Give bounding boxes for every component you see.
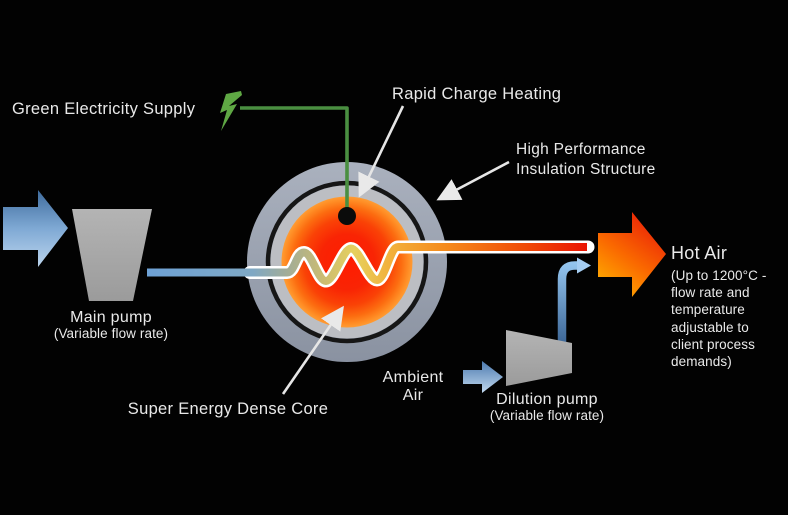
main-pump-label: Main pump [70, 309, 152, 326]
core-leader-arrow [281, 305, 344, 395]
main-pump-shape [72, 209, 152, 301]
rapid-charge-leader-arrow [358, 105, 405, 198]
green-electricity-supply-label: Green Electricity Supply [12, 100, 196, 118]
dilution-air-pipe [557, 261, 578, 344]
main-pump-sublabel: (Variable flow rate) [53, 326, 169, 341]
heating-element-dot [338, 207, 356, 225]
ambient-air-label: Ambient Air [382, 369, 444, 404]
ambient-air-arrow [463, 361, 503, 393]
air-flow-tube [147, 243, 587, 286]
dilution-pump-shape [506, 330, 572, 386]
electricity-supply-line [240, 106, 349, 212]
rapid-charge-heating-label: Rapid Charge Heating [392, 85, 562, 103]
hot-air-arrow [598, 212, 666, 297]
dilution-pump-sublabel: (Variable flow rate) [489, 408, 605, 423]
dilution-pump-label: Dilution pump [496, 391, 598, 408]
energy-core-label: Super Energy Dense Core [127, 400, 329, 418]
dilution-pipe-arrowhead [577, 257, 591, 274]
lightning-bolt-icon [220, 91, 242, 131]
insulation-leader-arrow [436, 160, 510, 201]
hot-air-title: Hot Air [671, 243, 728, 263]
main-air-inlet-arrow [3, 190, 68, 267]
insulation-structure-label: High Performance Insulation Structure [516, 141, 656, 178]
hot-air-description: (Up to 1200°C - flow rate and temperatur… [671, 268, 767, 370]
